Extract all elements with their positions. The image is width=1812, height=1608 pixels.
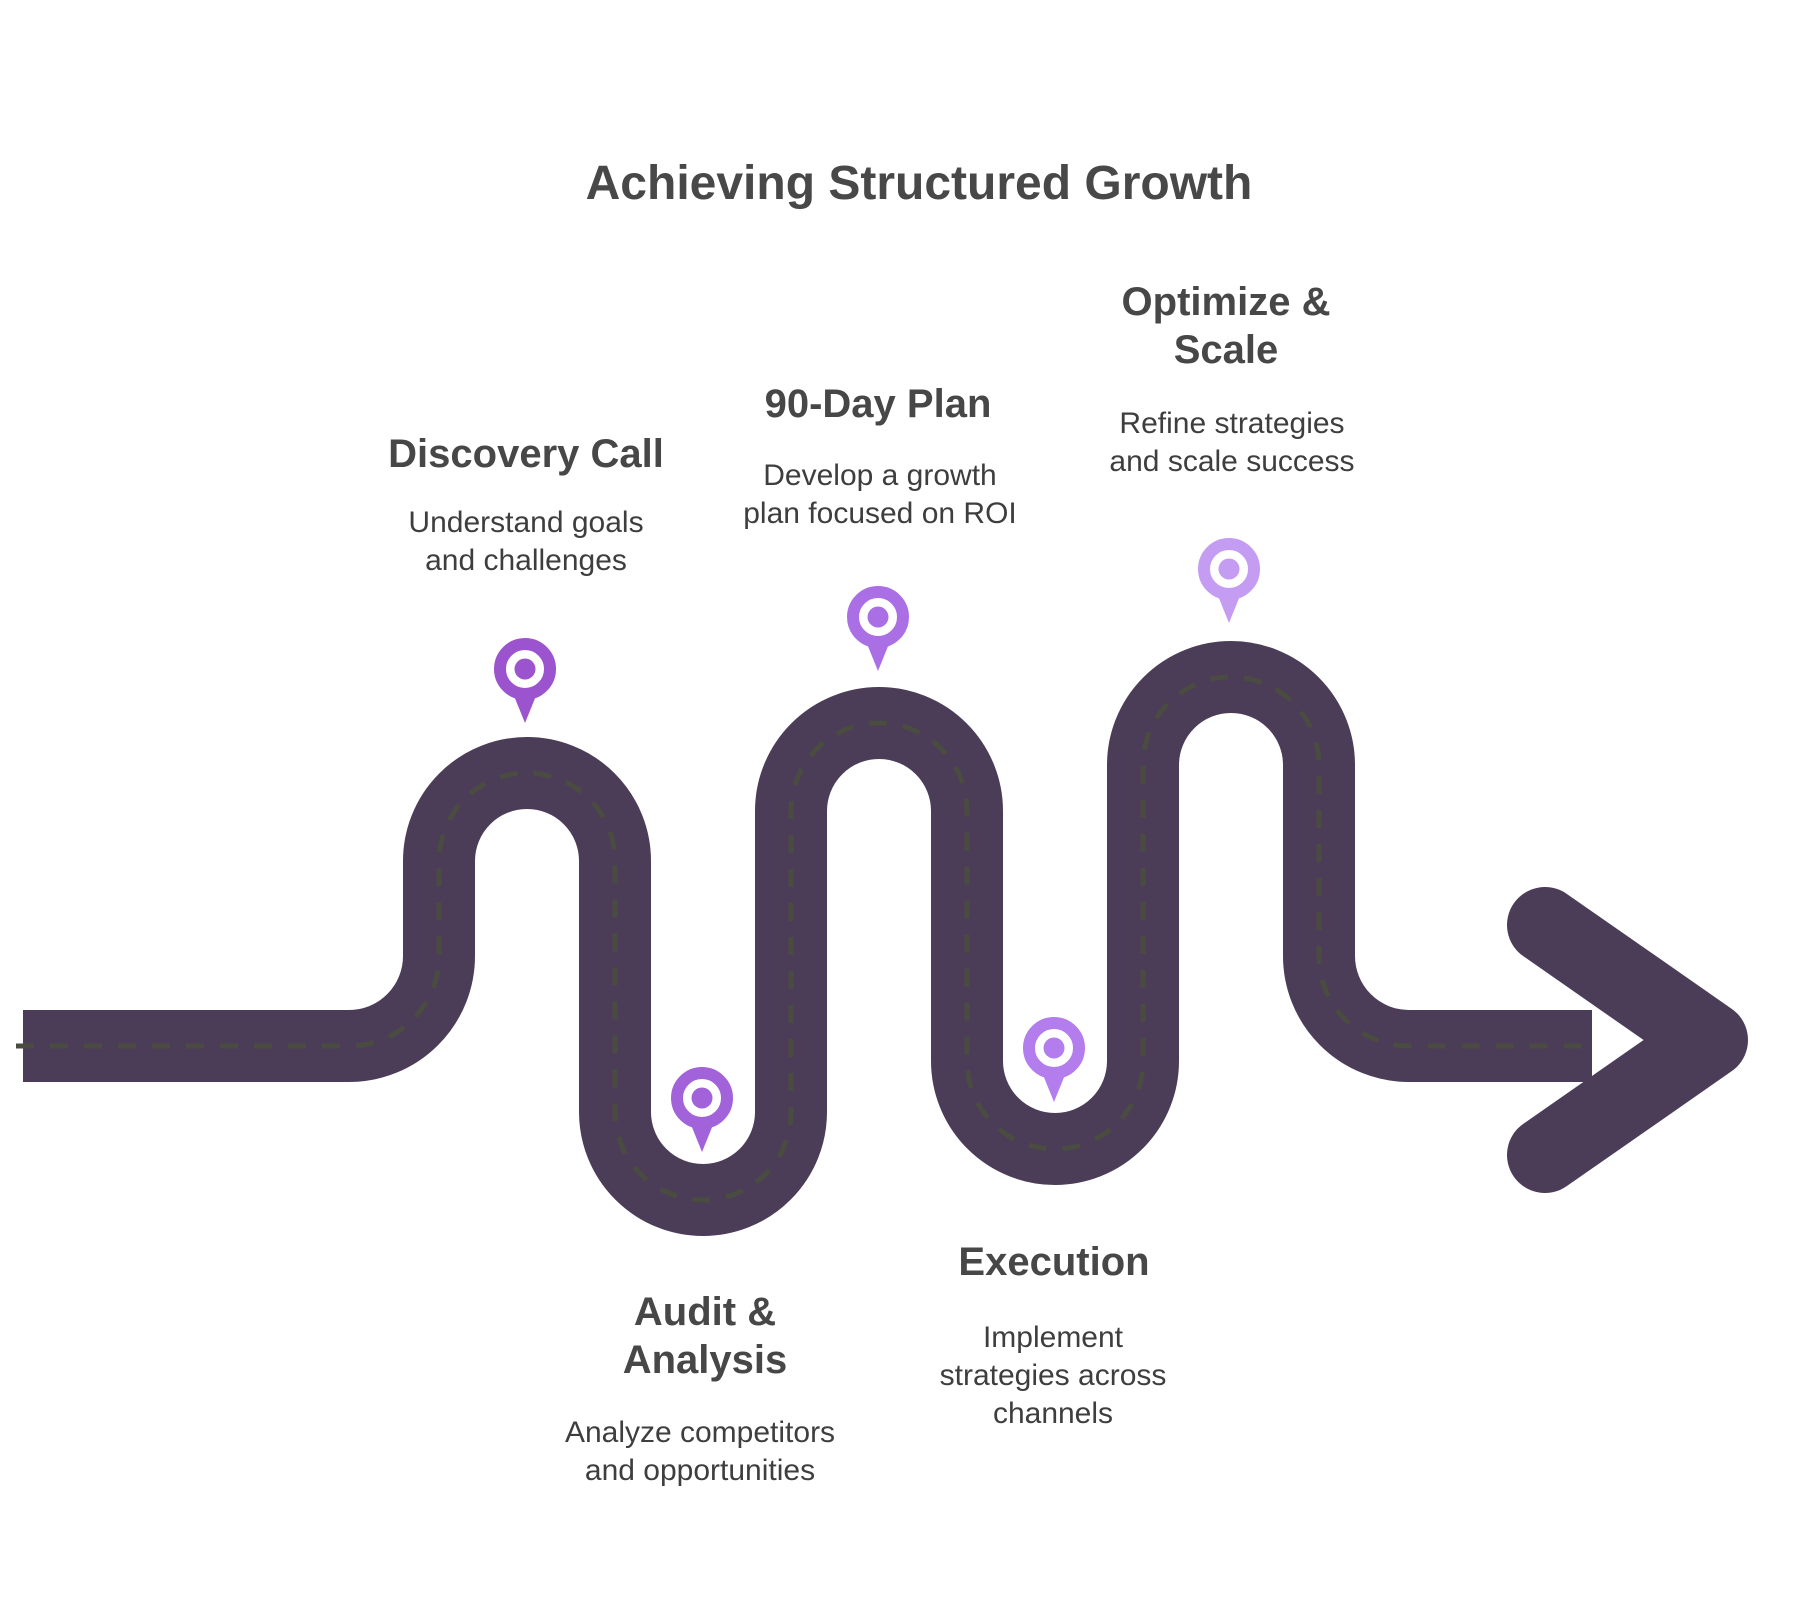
desc-line: and opportunities: [584, 1454, 816, 1488]
map-pin-icon-discovery-call: [494, 638, 556, 723]
desc-line: channels: [992, 1397, 1114, 1431]
desc-line: strategies across: [939, 1359, 1167, 1393]
desc-line: and challenges: [425, 544, 627, 578]
road-path: [23, 641, 1592, 1236]
heading-line: Execution: [958, 1240, 1150, 1284]
desc-line: Analyze competitors: [564, 1416, 836, 1449]
desc-line: Understand goals: [408, 506, 644, 539]
step-desc-optimize-scale: Refine strategies and scale success: [1109, 405, 1354, 481]
pin-dot: [1043, 1037, 1065, 1059]
desc-line: Implement: [982, 1321, 1124, 1354]
pin-dot: [514, 658, 536, 680]
right-arrowhead-icon: [1507, 887, 1748, 1193]
heading-line: Optimize &: [1121, 280, 1331, 324]
map-pin-icon-audit-analysis: [671, 1067, 733, 1152]
pin-dot: [691, 1087, 713, 1109]
desc-line: plan focused on ROI: [743, 497, 1017, 531]
heading-line: Audit &: [633, 1290, 777, 1334]
pin-dot: [1218, 558, 1240, 580]
step-desc-audit-analysis: Analyze competitors and opportunities: [565, 1414, 835, 1490]
step-heading-optimize-scale: Optimize & Scale: [1122, 278, 1331, 374]
heading-line: 90-Day Plan: [764, 382, 992, 426]
step-heading-discovery-call: Discovery Call: [388, 430, 664, 478]
step-heading-execution: Execution: [958, 1238, 1149, 1286]
heading-line: Discovery Call: [388, 432, 664, 476]
step-desc-execution: Implement strategies across channels: [940, 1319, 1167, 1433]
map-pin-icon-90-day-plan: [847, 586, 909, 671]
desc-line: Refine strategies: [1119, 407, 1345, 440]
step-heading-audit-analysis: Audit & Analysis: [623, 1288, 788, 1384]
map-pin-icon-execution: [1023, 1017, 1085, 1102]
road-centerline-dashes: [16, 674, 1592, 1203]
heading-line: Analysis: [622, 1338, 788, 1382]
desc-line: and scale success: [1109, 445, 1355, 479]
step-desc-discovery-call: Understand goals and challenges: [408, 504, 643, 580]
page-title: Achieving Structured Growth: [585, 157, 1253, 210]
map-pin-icon-optimize-scale: [1198, 538, 1260, 623]
heading-line: Scale: [1173, 328, 1279, 372]
desc-line: Develop a growth: [763, 459, 997, 492]
step-desc-90-day-plan: Develop a growth plan focused on ROI: [743, 457, 1017, 533]
step-heading-90-day-plan: 90-Day Plan: [765, 380, 992, 428]
pin-dot: [867, 606, 889, 628]
